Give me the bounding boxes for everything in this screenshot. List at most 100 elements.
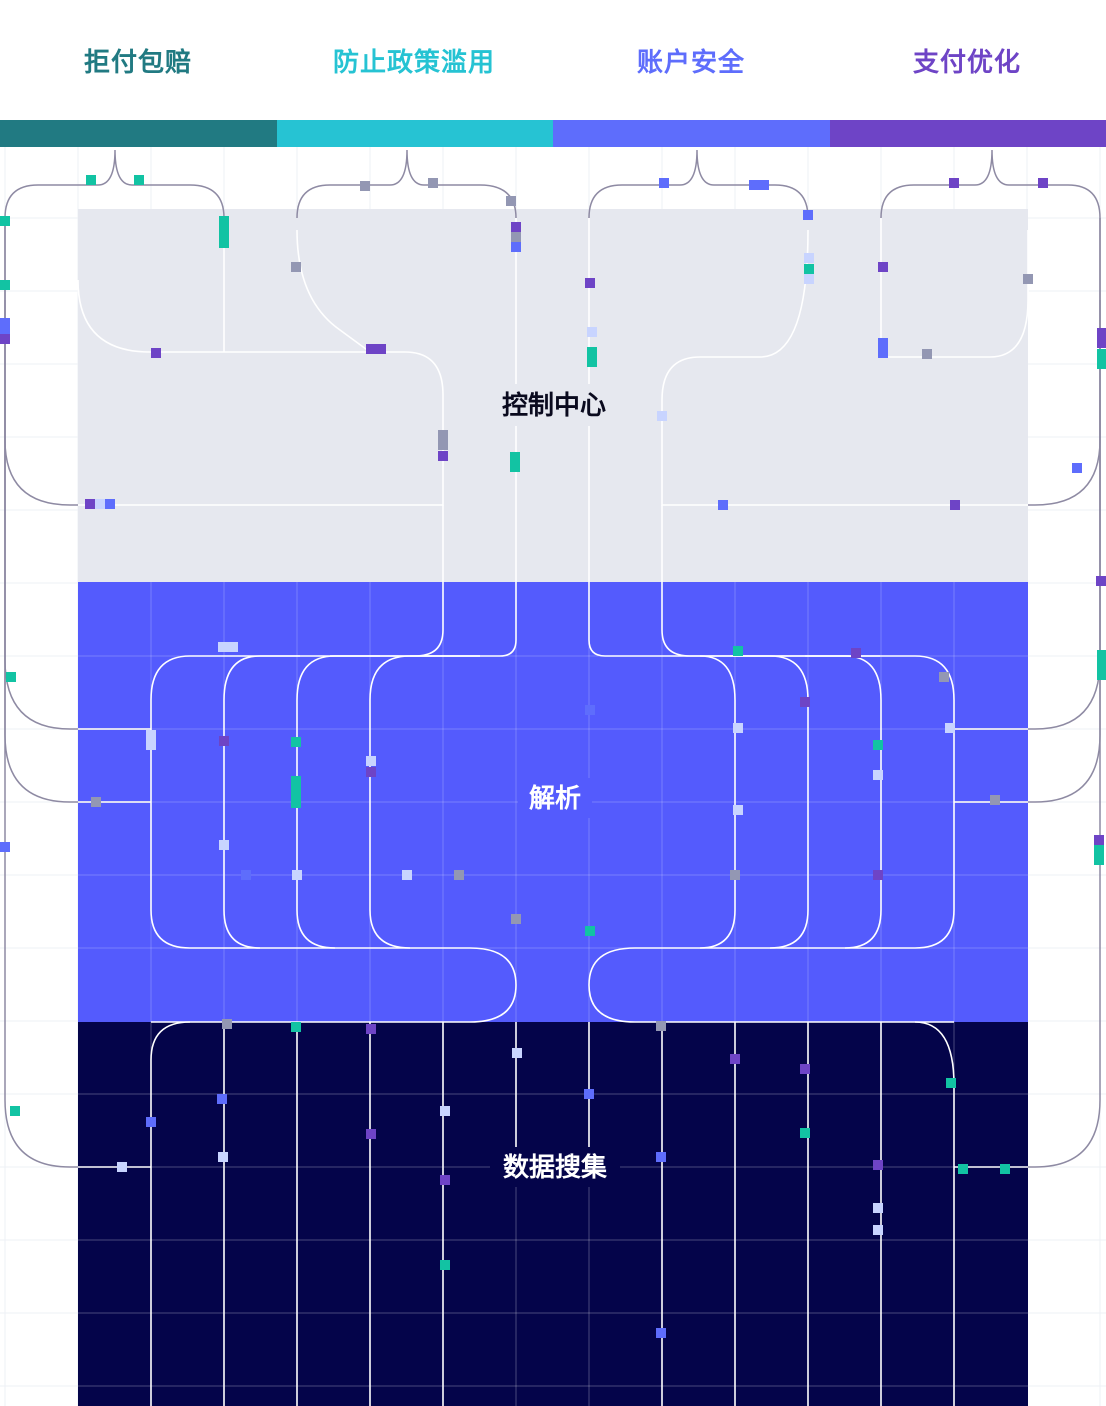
category-header: 拒付包赔 防止政策滥用 账户安全 支付优化: [0, 0, 1106, 120]
packet: [292, 870, 302, 880]
packet: [656, 1328, 666, 1338]
packet: [657, 411, 667, 421]
packet: [0, 842, 10, 852]
packet: [873, 870, 883, 880]
packet: [1094, 845, 1104, 865]
packet: [873, 1203, 883, 1213]
packet: [217, 1094, 227, 1104]
packet: [105, 499, 115, 509]
color-segment-chargeback: [0, 120, 277, 147]
packet: [0, 318, 10, 334]
architecture-diagram: 控制中心 解析 数据搜集: [0, 147, 1106, 1406]
packet: [873, 740, 883, 750]
packet: [510, 452, 520, 472]
packet: [656, 1021, 666, 1031]
packet: [1097, 650, 1106, 680]
packet: [946, 1078, 956, 1088]
packet: [950, 500, 960, 510]
packet: [360, 181, 370, 191]
packet: [440, 1260, 450, 1270]
packet: [291, 262, 301, 272]
packet: [0, 280, 10, 290]
packet: [800, 1064, 810, 1074]
packet: [0, 334, 10, 344]
packet: [366, 1129, 376, 1139]
packet: [454, 870, 464, 880]
packet: [878, 338, 888, 358]
brace-account-security: [588, 149, 809, 219]
packet: [1094, 835, 1104, 845]
packet: [800, 697, 810, 707]
packet: [146, 730, 156, 750]
packet: [134, 175, 144, 185]
packet: [1000, 1164, 1010, 1174]
packet: [95, 499, 105, 509]
packet: [730, 870, 740, 880]
packet: [117, 1162, 127, 1172]
category-policy-abuse-prevention: 防止政策滥用: [332, 48, 495, 78]
packet: [730, 1054, 740, 1064]
packet: [733, 805, 743, 815]
color-segment-account-security: [553, 120, 830, 147]
packet: [10, 1106, 20, 1116]
packet: [733, 723, 743, 733]
packet: [440, 1175, 450, 1185]
packet: [1038, 178, 1048, 188]
packet: [512, 1048, 522, 1058]
packet: [219, 736, 229, 746]
packet: [402, 870, 412, 880]
packet: [1072, 463, 1082, 473]
packet: [438, 451, 448, 461]
packet: [366, 756, 376, 766]
packet: [428, 178, 438, 188]
packet: [219, 840, 229, 850]
data-collection-layer: [78, 1022, 1028, 1406]
packet: [91, 797, 101, 807]
packet: [803, 210, 813, 220]
packet: [291, 1022, 301, 1032]
category-color-bar: [0, 120, 1106, 147]
packet: [151, 348, 161, 358]
data-packets: [0, 175, 1106, 1338]
packet: [291, 776, 301, 808]
packet: [585, 926, 595, 936]
packet: [291, 737, 301, 747]
packet: [945, 723, 955, 733]
packet: [939, 672, 949, 682]
packet: [6, 672, 16, 682]
packet: [219, 216, 229, 248]
packet: [718, 500, 728, 510]
control-center-label: 控制中心: [502, 391, 606, 421]
packet: [958, 1164, 968, 1174]
packet: [146, 1117, 156, 1127]
packet: [804, 264, 814, 274]
packet: [366, 767, 376, 777]
packet: [218, 1152, 228, 1162]
packet: [656, 1152, 666, 1162]
packet: [851, 648, 861, 658]
packet: [733, 646, 743, 656]
data-collection-label: 数据搜集: [503, 1152, 608, 1183]
packet: [1096, 576, 1106, 586]
packet: [511, 232, 521, 242]
packet: [585, 705, 595, 715]
packet: [85, 499, 95, 509]
brace-policy-abuse: [296, 149, 517, 219]
packet: [800, 1128, 810, 1138]
packet: [585, 278, 595, 288]
packet: [878, 262, 888, 272]
packet: [1023, 274, 1033, 284]
packet: [511, 914, 521, 924]
packet: [218, 642, 238, 652]
analysis-label: 解析: [529, 784, 581, 814]
category-account-security: 账户安全: [636, 48, 745, 78]
category-payment-optimization: 支付优化: [912, 48, 1021, 78]
packet: [990, 795, 1000, 805]
category-chargeback-guarantee: 拒付包赔: [83, 48, 192, 78]
packet: [749, 180, 769, 190]
packet: [511, 222, 521, 232]
packet: [922, 349, 932, 359]
packet: [86, 175, 96, 185]
packet: [1097, 328, 1106, 348]
packet: [804, 253, 814, 263]
